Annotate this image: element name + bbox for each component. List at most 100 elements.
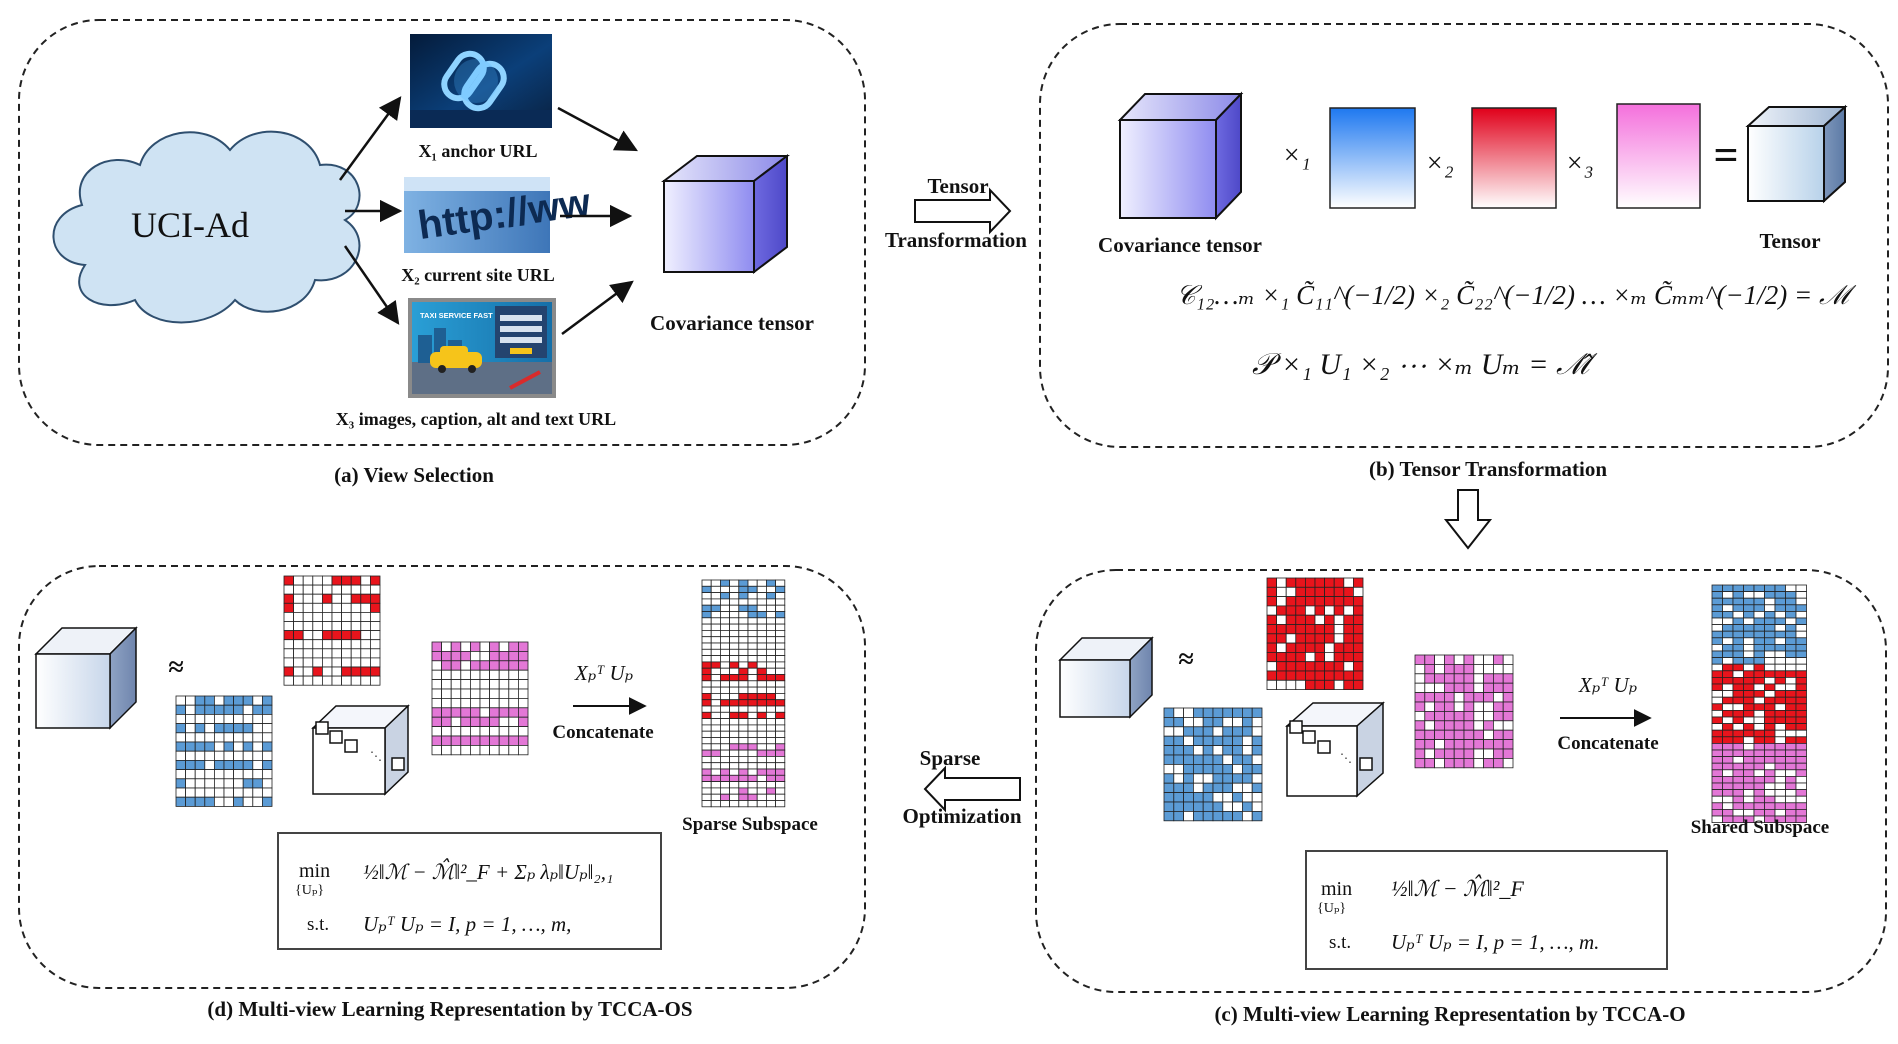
grid-cell xyxy=(1711,743,1723,751)
grid-cell xyxy=(479,707,491,718)
grid-cell xyxy=(1493,692,1504,703)
grid-cell xyxy=(720,636,731,644)
grid-cell xyxy=(1764,597,1776,606)
grid-cell xyxy=(1743,723,1755,731)
grid-cell xyxy=(223,750,235,761)
grid-cell xyxy=(766,693,777,701)
grid-cell xyxy=(1414,701,1426,712)
opt-objective-d: ½‖ℳ − ℳ̂‖²_F + Σₚ λₚ‖Uₚ‖₂,₁ xyxy=(363,860,614,884)
grid-cell xyxy=(775,693,786,701)
grid-cell xyxy=(1743,630,1755,639)
grid-cell xyxy=(508,735,519,746)
grid-cell xyxy=(302,630,314,641)
grid-cell xyxy=(1764,762,1776,771)
grid-cell xyxy=(1193,773,1204,784)
grid-cell xyxy=(1732,736,1744,744)
grid-cell xyxy=(302,612,314,622)
grid-cell xyxy=(1222,717,1234,728)
grid-cell xyxy=(204,732,215,743)
grid-cell xyxy=(1743,736,1755,744)
grid-cell xyxy=(1232,811,1243,822)
grid-cell xyxy=(1753,809,1765,817)
grid-cell xyxy=(1202,792,1214,803)
grid-cell xyxy=(431,698,443,709)
grid-cell xyxy=(1483,739,1494,750)
grid-cell xyxy=(775,598,786,606)
grid-cell xyxy=(1173,707,1185,718)
grid-cell xyxy=(775,793,786,801)
grid-cell xyxy=(738,648,749,656)
grid-cell xyxy=(508,660,519,671)
grid-cell xyxy=(1242,754,1253,765)
grid-cell xyxy=(1711,637,1723,645)
grid-cell xyxy=(1743,591,1755,599)
grid-cell xyxy=(701,598,712,606)
grid-cell xyxy=(450,698,462,709)
grid-cell xyxy=(766,598,777,606)
grid-cell xyxy=(766,724,777,732)
grid-cell xyxy=(775,800,786,808)
grid-cell xyxy=(766,793,777,801)
grid-cell xyxy=(701,762,712,770)
grid-cell xyxy=(213,769,225,780)
grid-cell xyxy=(1732,809,1744,817)
grid-cell xyxy=(710,617,721,625)
grid-cell xyxy=(1222,811,1234,822)
grid-cell xyxy=(775,756,786,764)
grid-cell xyxy=(1434,711,1445,722)
grid-cell xyxy=(1502,692,1514,703)
grid-cell xyxy=(756,686,767,694)
grid-cell xyxy=(1764,657,1776,665)
grid-cell xyxy=(729,611,740,619)
grid-cell xyxy=(1743,670,1755,678)
grid-cell xyxy=(1764,749,1776,757)
grid-cell xyxy=(1743,789,1755,797)
grid-cell xyxy=(1305,596,1316,607)
panel-a-caption: (a) View Selection xyxy=(334,463,494,487)
grid-cell xyxy=(1502,729,1514,741)
grid-cell xyxy=(1774,776,1786,784)
grid-cell xyxy=(1732,756,1744,764)
grid-cell xyxy=(1764,776,1776,784)
op-label-d: Xₚᵀ Uₚ xyxy=(574,661,633,685)
grid-cell xyxy=(710,749,721,757)
grid-cell xyxy=(766,749,777,757)
grid-cell xyxy=(729,686,740,694)
grid-cell xyxy=(1212,754,1224,765)
grid-cell xyxy=(1743,611,1755,619)
grid-cell xyxy=(223,787,235,798)
grid-cell xyxy=(729,781,740,789)
grid-cell xyxy=(489,669,500,681)
grid-cell xyxy=(1414,692,1426,703)
grid-cell xyxy=(283,639,295,650)
grid-cell xyxy=(450,688,462,699)
grid-cell xyxy=(283,630,295,641)
grid-cell xyxy=(1785,637,1797,645)
grid-cell xyxy=(747,793,758,801)
grid-cell xyxy=(1276,577,1287,588)
grid-cell xyxy=(1722,604,1734,612)
grid-cell xyxy=(1722,650,1734,658)
grid-cell xyxy=(720,623,731,631)
grid-cell xyxy=(1173,782,1185,794)
grid-cell xyxy=(469,726,481,737)
grid-cell xyxy=(1795,743,1807,751)
panel-a: UCI-Ad X₁ anchor URL http://ww X₂ curren… xyxy=(18,19,866,446)
grid-cell xyxy=(441,698,452,709)
grid-cell xyxy=(321,612,333,622)
grid-cell xyxy=(1183,811,1194,822)
grid-cell xyxy=(710,611,721,619)
grid-cell xyxy=(1163,726,1175,737)
grid-cell xyxy=(1222,801,1234,812)
grid-cell xyxy=(1732,782,1744,790)
grid-cell xyxy=(1473,673,1485,684)
grid-cell xyxy=(747,743,758,751)
grid-cell xyxy=(738,737,749,745)
grid-cell xyxy=(252,732,263,743)
grid-cell xyxy=(1232,792,1243,803)
grid-cell xyxy=(1785,657,1797,665)
grid-cell xyxy=(1295,624,1306,635)
grid-cell xyxy=(1764,809,1776,817)
grid-cell xyxy=(469,688,481,699)
grid-cell xyxy=(1343,633,1354,644)
